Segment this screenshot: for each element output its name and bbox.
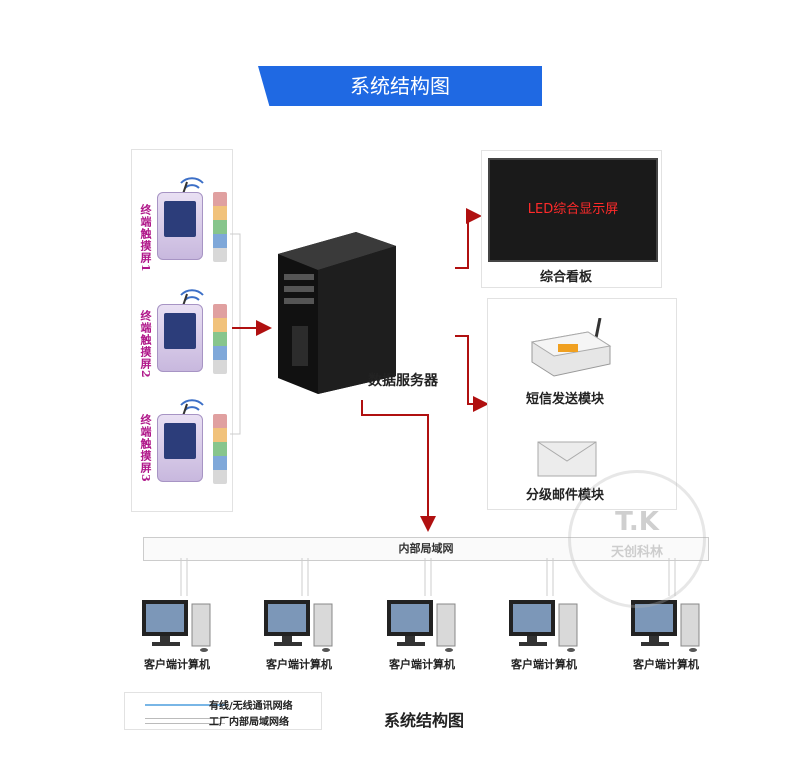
terminal-label: 终端触摸屏1 <box>139 204 152 273</box>
touch-terminal-device <box>157 414 203 482</box>
signal-tower-light <box>213 192 227 262</box>
terminal-label: 终端触摸屏2 <box>139 310 152 379</box>
computer-icon <box>264 600 333 652</box>
legend-wireless-label: 有线/无线通讯网络 <box>209 701 293 712</box>
terminal-1: 终端触摸屏1 <box>135 168 231 278</box>
terminal-2: 终端触摸屏2 <box>135 280 231 390</box>
computer-icon <box>509 600 578 652</box>
title-banner: 系统结构图 <box>258 66 542 106</box>
client-label: 客户端计算机 <box>266 658 332 671</box>
legend-box: 有线/无线通讯网络 工厂内部局域网络 <box>124 692 322 730</box>
computer-icon <box>387 600 456 652</box>
client-computer-2: 客户端计算机 <box>262 598 346 672</box>
banner-title: 系统结构图 <box>350 74 450 98</box>
board-caption: 综合看板 <box>540 270 593 285</box>
server-tower-icon <box>278 232 396 394</box>
client-label: 客户端计算机 <box>511 658 577 671</box>
legend-wireless-line <box>145 704 225 706</box>
led-screen: LED综合显示屏 <box>488 158 658 262</box>
footer-title: 系统结构图 <box>384 711 465 730</box>
touch-terminal-device <box>157 304 203 372</box>
watermark-name: 天创科林 <box>610 545 663 560</box>
computer-icon <box>631 600 700 652</box>
watermark-logo: T.K <box>615 507 659 537</box>
client-computer-3: 客户端计算机 <box>385 598 469 672</box>
client-computer-4: 客户端计算机 <box>507 598 591 672</box>
data-server <box>278 226 396 396</box>
client-label: 客户端计算机 <box>633 658 699 671</box>
client-label: 客户端计算机 <box>144 658 210 671</box>
client-label: 客户端计算机 <box>389 658 455 671</box>
watermark-seal: T.K 天创科林 <box>568 470 706 608</box>
signal-tower-light <box>213 414 227 484</box>
sms-caption: 短信发送模块 <box>526 392 605 407</box>
terminal-3: 终端触摸屏3 <box>135 390 231 500</box>
led-screen-text: LED综合显示屏 <box>527 202 619 217</box>
sms-module-icon <box>530 318 612 377</box>
lan-label: 内部局域网 <box>398 542 454 555</box>
terminal-label: 终端触摸屏3 <box>139 414 152 483</box>
touch-terminal-device <box>157 192 203 260</box>
legend-factory-line <box>145 718 225 724</box>
client-computer-5: 客户端计算机 <box>629 598 713 672</box>
signal-tower-light <box>213 304 227 374</box>
legend-factory-label: 工厂内部局域网络 <box>209 717 289 728</box>
computer-icon <box>142 600 211 652</box>
server-label: 数据服务器 <box>368 373 438 389</box>
client-computer-1: 客户端计算机 <box>140 598 224 672</box>
mail-icon <box>537 441 597 477</box>
terminal-bracket <box>230 233 241 435</box>
